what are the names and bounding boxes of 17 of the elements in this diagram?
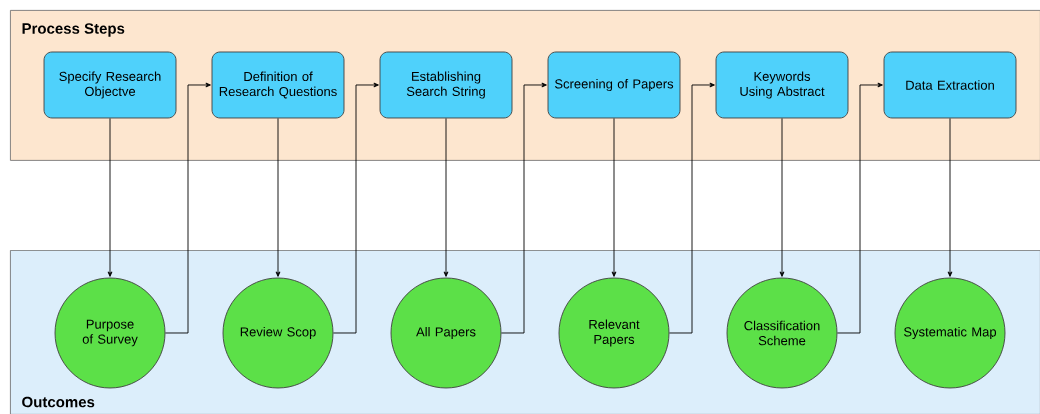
arrow: [837, 82, 883, 334]
process-box: Establishing Search String: [379, 51, 513, 119]
arrow: [669, 82, 715, 334]
arrow: [107, 118, 113, 277]
arrow: [165, 82, 211, 334]
arrow: [443, 118, 449, 277]
arrow: [333, 82, 379, 334]
process-box: Definition of Research Questions: [211, 51, 345, 119]
process-box: Screening of Papers: [547, 51, 681, 119]
arrow: [779, 118, 785, 277]
arrow: [611, 118, 617, 277]
process-box: Keywords Using Abstract: [715, 51, 849, 119]
arrow: [501, 82, 547, 334]
arrow: [275, 118, 281, 277]
arrow: [947, 118, 953, 277]
process-box: Specify Research Objectve: [43, 51, 177, 119]
process-box: Data Extraction: [883, 51, 1017, 119]
